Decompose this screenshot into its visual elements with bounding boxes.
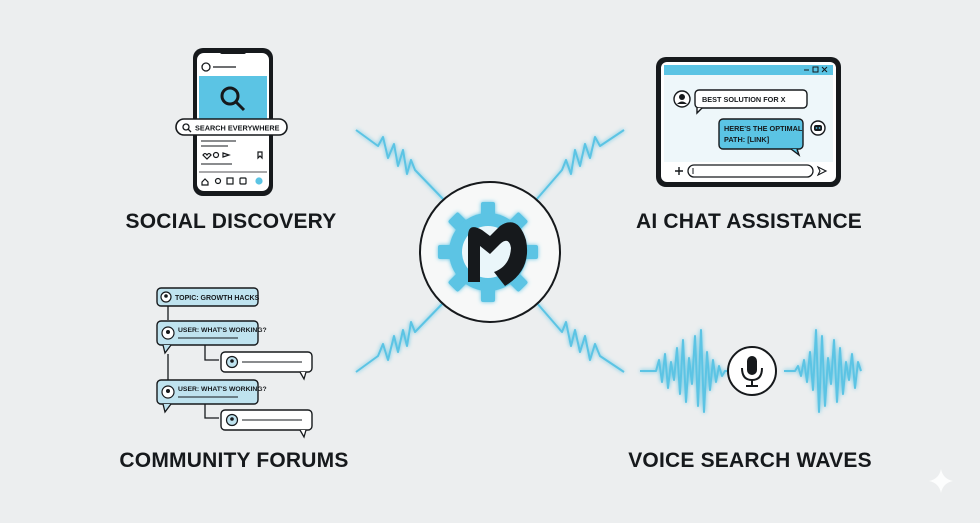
search-label: SEARCH EVERYWHERE — [195, 124, 280, 133]
bot-message-bubble: HERE'S THE OPTIMAL PATH: [LINK] — [718, 118, 804, 157]
forum-post-1: USER: WHAT'S WORKING? — [156, 320, 267, 355]
social-discovery-phone: SEARCH EVERYWHERE — [175, 48, 288, 196]
bot-avatar-icon — [810, 120, 826, 136]
user-avatar-icon — [673, 90, 691, 108]
caption-community-forums: COMMUNITY FORUMS — [119, 449, 349, 472]
signal-connector-bottom-right — [535, 301, 625, 373]
microphone-icon — [741, 356, 763, 387]
caption-voice-search-waves: VOICE SEARCH WAVES — [628, 449, 872, 472]
signal-connector-top-left — [355, 129, 445, 201]
window-controls-icon — [804, 66, 828, 73]
thread-connector-lines — [167, 306, 219, 419]
plus-icon — [675, 167, 683, 175]
sparkle-icon — [929, 469, 953, 493]
bot-message-line1: HERE'S THE OPTIMAL — [724, 124, 803, 133]
forum-reply-2 — [220, 409, 313, 439]
bot-message-line2: PATH: [LINK] — [724, 135, 770, 144]
ai-chat-tablet: BEST SOLUTION FOR X HERE'S THE OPTIMAL P… — [656, 57, 841, 187]
chat-input-bar — [675, 164, 828, 178]
voice-waveform-right — [784, 329, 862, 413]
forum-topic: TOPIC: GROWTH HACKS — [175, 295, 260, 302]
phone-nav-icons — [201, 177, 263, 186]
magnifier-icon — [220, 86, 246, 112]
forum-topic-bubble: TOPIC: GROWTH HACKS — [156, 287, 260, 307]
search-everywhere-bar: SEARCH EVERYWHERE — [175, 118, 288, 136]
forum-post-2: USER: WHAT'S WORKING? — [156, 379, 267, 414]
microphone-button — [727, 346, 777, 396]
caption-ai-chat-assistance: AI CHAT ASSISTANCE — [635, 210, 863, 233]
center-logo-circle — [419, 181, 561, 323]
send-icon — [816, 165, 828, 177]
post-actions-icons — [202, 151, 263, 160]
gear-m-logo-icon — [438, 202, 538, 302]
caption-social-discovery: SOCIAL DISCOVERY — [125, 210, 337, 233]
forum-post-1-text: USER: WHAT'S WORKING? — [178, 327, 267, 334]
voice-waveform-left — [640, 329, 736, 413]
signal-connector-top-right — [535, 129, 625, 201]
community-forums-thread: TOPIC: GROWTH HACKS USER: WHAT'S WORKING… — [156, 287, 313, 439]
signal-connector-bottom-left — [355, 301, 445, 373]
forum-post-2-text: USER: WHAT'S WORKING? — [178, 386, 267, 393]
forum-reply-1 — [220, 351, 313, 381]
user-message: BEST SOLUTION FOR X — [702, 95, 786, 104]
user-message-bubble: BEST SOLUTION FOR X — [694, 89, 808, 115]
